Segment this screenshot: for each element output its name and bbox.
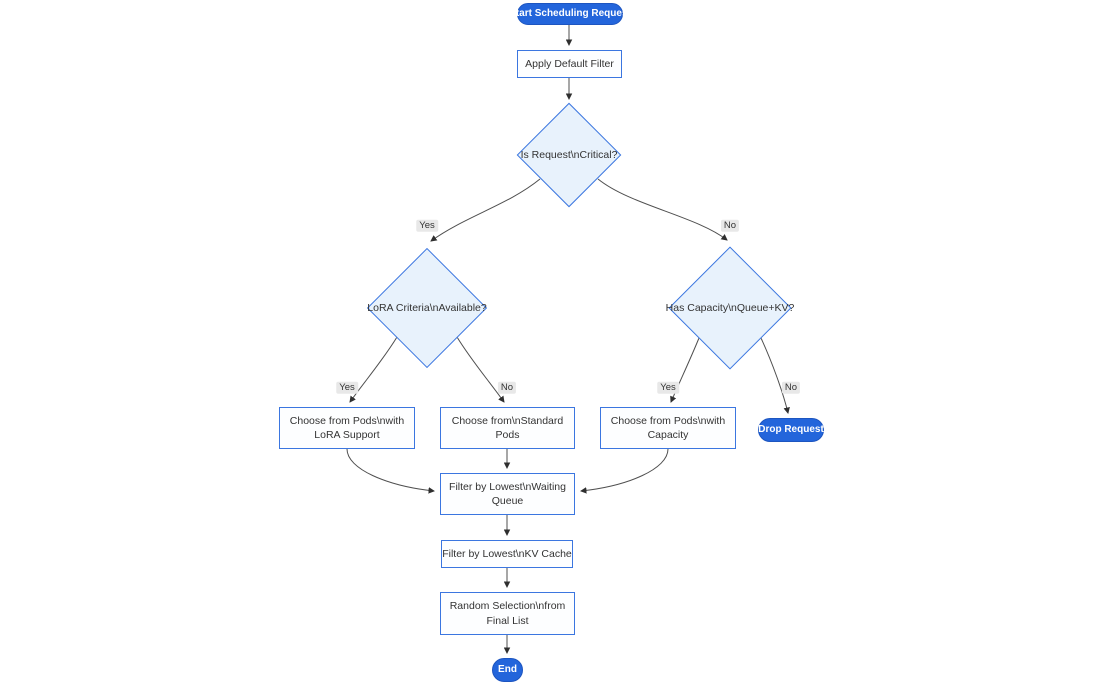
node-random-selection: Random Selection\nfrom Final List — [440, 592, 575, 635]
edge-choose-lora-to-filter-waiting — [346, 448, 435, 494]
edge-capacity-yes-to-choose-capacity — [670, 337, 700, 403]
node-choose-standard-pods: Choose from\nStandard Pods — [440, 407, 575, 449]
edge-label-critical-yes: Yes — [416, 219, 438, 233]
edge-label-capacity-no: No — [781, 381, 801, 395]
node-end-label: End — [498, 664, 517, 676]
edge-choose-capacity-to-filter-waiting — [580, 448, 669, 494]
edge-label-capacity-yes: Yes — [657, 381, 679, 395]
node-start-label: Start Scheduling Request — [509, 8, 631, 20]
edge-is-critical-no-to-capacity — [597, 178, 728, 241]
node-choose-capacity-pods-label: Choose from Pods\nwith Capacity — [610, 414, 726, 441]
node-filter-kv-cache-label: Filter by Lowest\nKV Cache — [442, 547, 572, 560]
node-choose-standard-pods-label: Choose from\nStandard Pods — [451, 414, 564, 441]
edge-label-lora-no: No — [497, 381, 517, 395]
edge-capacity-no-to-drop — [760, 337, 790, 414]
node-lora-criteria-decision: LoRA Criteria\nAvailable? — [366, 247, 488, 369]
node-apply-default-filter: Apply Default Filter — [517, 50, 622, 78]
diamond-shape — [366, 247, 488, 369]
edge-is-critical-yes-to-lora — [430, 178, 541, 242]
node-choose-capacity-pods: Choose from Pods\nwith Capacity — [600, 407, 736, 449]
node-is-critical-decision: Is Request\nCritical? — [516, 102, 622, 208]
node-has-capacity-decision: Has Capacity\nQueue+KV? — [666, 246, 794, 370]
node-choose-lora-pods-label: Choose from Pods\nwith LoRA Support — [289, 414, 405, 441]
edge-label-lora-yes: Yes — [336, 381, 358, 395]
edge-lora-no-to-choose-standard — [456, 336, 505, 403]
node-filter-waiting-queue: Filter by Lowest\nWaiting Queue — [440, 473, 575, 515]
node-random-selection-label: Random Selection\nfrom Final List — [449, 600, 566, 627]
diamond-shape — [516, 102, 622, 208]
node-filter-kv-cache: Filter by Lowest\nKV Cache — [441, 540, 573, 568]
node-end: End — [492, 658, 523, 682]
node-filter-waiting-queue-label: Filter by Lowest\nWaiting Queue — [449, 480, 566, 507]
edge-lora-yes-to-choose-lora — [349, 336, 398, 403]
node-drop-request-label: Drop Request — [758, 424, 824, 436]
node-drop-request: Drop Request — [758, 418, 824, 442]
node-start: Start Scheduling Request — [509, 3, 631, 25]
node-choose-lora-pods: Choose from Pods\nwith LoRA Support — [279, 407, 415, 449]
diamond-shape — [668, 246, 792, 370]
node-apply-default-filter-label: Apply Default Filter — [525, 57, 614, 70]
edge-label-critical-no: No — [720, 219, 740, 233]
